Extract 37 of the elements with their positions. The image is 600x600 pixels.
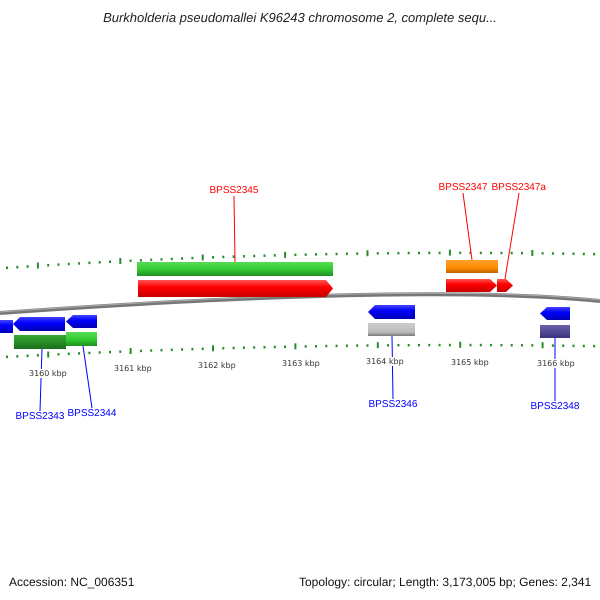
leader-line [234,196,236,262]
gene-feature-bar [0,320,13,333]
gene-feature-bar [540,325,570,338]
leader-line [40,348,42,412]
gene-label: BPSS2345 [210,185,258,196]
gene-label: BPSS2347 [438,182,488,193]
gene-feature-bar [446,260,498,273]
gene-feature-block [368,305,415,319]
sequence-info-text: Topology: circular; Length: 3,173,005 bp; Genes: 2,341 [299,575,592,590]
gene-feature-block [13,317,65,331]
gene-feature-bar [368,323,415,336]
position-label: 3161 kbp [114,364,152,373]
position-label: 3166 kbp [537,359,575,368]
accession-text: Accession: NC_006351 [9,575,134,590]
position-label: 3164 kbp [366,357,404,366]
leader-line [504,192,520,280]
gene-label: BPSS2343 [16,411,64,422]
position-label: 3163 kbp [282,359,320,368]
gene-feature-block [66,315,97,328]
gene-feature-block [497,279,513,292]
leader-line [554,338,556,402]
gene-label: BPSS2348 [530,401,580,412]
gene-label: BPSS2344 [68,408,116,419]
leader-line [392,336,394,400]
leader-line [462,192,472,260]
gene-label: BPSS2346 [368,399,418,410]
leader-line [82,346,92,408]
gene-feature-bar [66,332,97,346]
gene-feature-bar [137,262,333,276]
position-label: 3162 kbp [198,361,236,370]
gene-feature-block [138,280,333,297]
position-label: 3165 kbp [451,358,489,367]
gene-feature-block [540,307,570,320]
position-label: 3160 kbp [29,369,67,378]
title: Burkholderia pseudomallei K96243 chromosome 2, complete sequ... [102,10,498,26]
gene-label: BPSS2347a [492,182,546,193]
gene-feature-bar [14,335,66,349]
